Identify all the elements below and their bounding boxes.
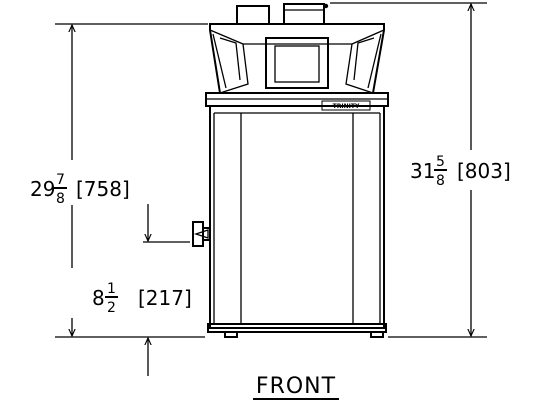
control-display-screen — [274, 45, 320, 83]
top-jacket — [209, 23, 385, 94]
body-height-label: 29 7 8 [758] — [30, 172, 130, 207]
left-vent-collar — [236, 5, 270, 25]
svg-text:31: 31 — [410, 159, 435, 183]
view-caption: FRONT — [253, 374, 339, 400]
overall-height-dimension — [330, 2, 487, 338]
svg-text:2: 2 — [107, 300, 116, 316]
main-cabinet — [209, 105, 385, 329]
svg-text:FRONT: FRONT — [256, 374, 336, 399]
gas-connection-fitting — [192, 221, 210, 247]
svg-text:[803]: [803] — [457, 159, 511, 183]
vent-marker-dot — [323, 3, 329, 9]
svg-text:8: 8 — [56, 191, 65, 207]
svg-text:29: 29 — [30, 177, 55, 201]
svg-text:8: 8 — [92, 286, 105, 310]
svg-text:8: 8 — [436, 173, 445, 189]
cabinet-base — [207, 323, 387, 333]
right-foot — [370, 331, 384, 338]
overall-height-label: 31 5 8 [803] — [410, 154, 511, 189]
left-foot — [224, 331, 238, 338]
connection-height-dimension — [143, 204, 190, 376]
connection-height-label: 8 1 2 [217] — [92, 281, 192, 316]
svg-text:7: 7 — [56, 172, 65, 188]
svg-text:1: 1 — [107, 281, 116, 297]
svg-text:[217]: [217] — [138, 286, 192, 310]
boiler-unit: TRINITY — [192, 3, 389, 338]
svg-text:5: 5 — [436, 154, 445, 170]
svg-text:[758]: [758] — [76, 177, 130, 201]
body-height-dimension — [55, 23, 208, 338]
control-display-frame — [265, 37, 329, 89]
right-vent-collar — [283, 3, 325, 25]
